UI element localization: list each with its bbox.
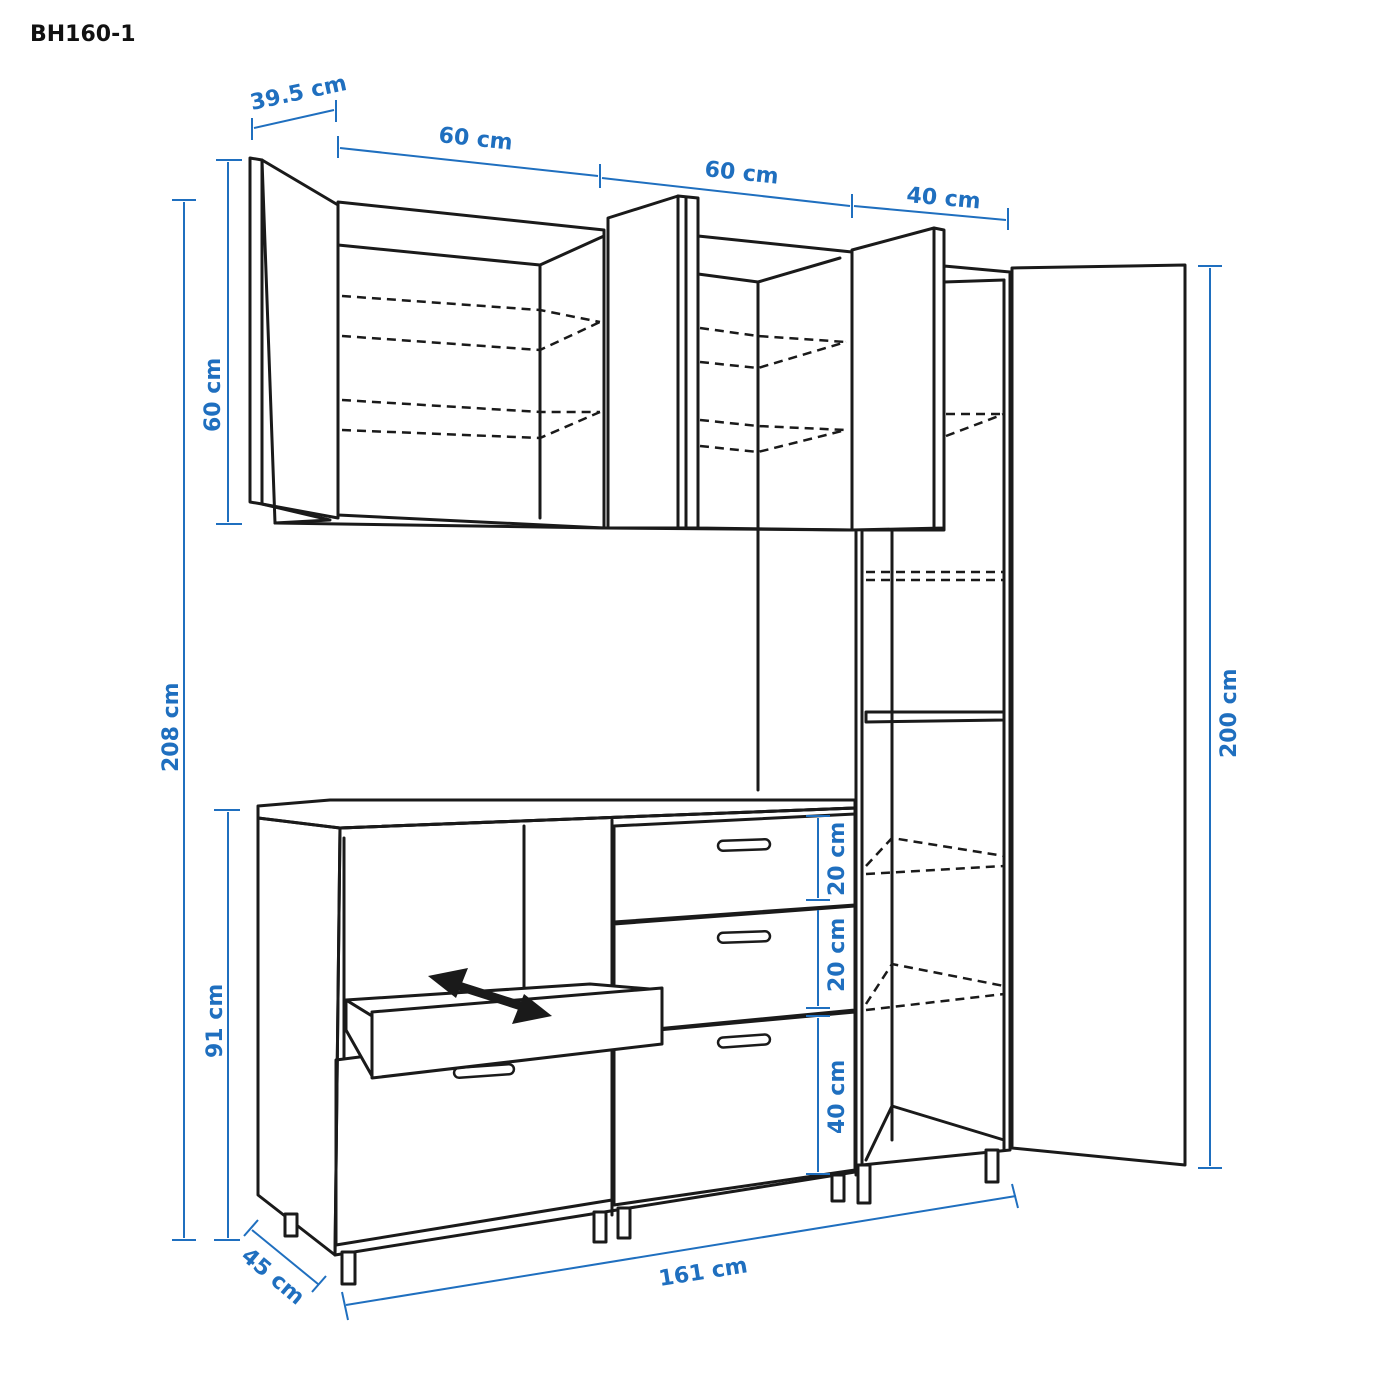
label-drawer-3: 40 cm <box>825 1060 850 1134</box>
label-tall-door-height: 200 cm <box>1217 668 1242 758</box>
label-drawer-1: 20 cm <box>825 822 850 896</box>
countertop <box>256 798 857 830</box>
label-base-depth: 45 cm <box>236 1243 309 1310</box>
double-arrow-icon <box>428 968 552 1024</box>
tall-cabinet-door <box>1010 263 1187 1167</box>
label-drawer-2: 20 cm <box>825 918 850 992</box>
label-total-width: 161 cm <box>657 1253 749 1292</box>
label-wall-height: 60 cm <box>201 358 226 432</box>
label-total-height: 208 cm <box>159 682 184 772</box>
label-base-height: 91 cm <box>203 984 228 1058</box>
wall-cabinet-2 <box>696 234 854 532</box>
drawer-3 <box>612 1010 857 1207</box>
label-wall-width-2: 60 cm <box>703 157 779 190</box>
label-wall-depth: 39.5 cm <box>248 71 349 116</box>
label-tall-width: 40 cm <box>905 183 981 214</box>
base-cabinet <box>256 798 857 1286</box>
wall-cabinet-1 <box>336 200 606 530</box>
model-code-title: BH160-1 <box>30 22 136 47</box>
wall-cabinets <box>248 156 946 792</box>
label-wall-width-1: 60 cm <box>437 123 513 156</box>
wall-right-door <box>850 226 946 532</box>
dimension-lines <box>172 100 1222 1321</box>
